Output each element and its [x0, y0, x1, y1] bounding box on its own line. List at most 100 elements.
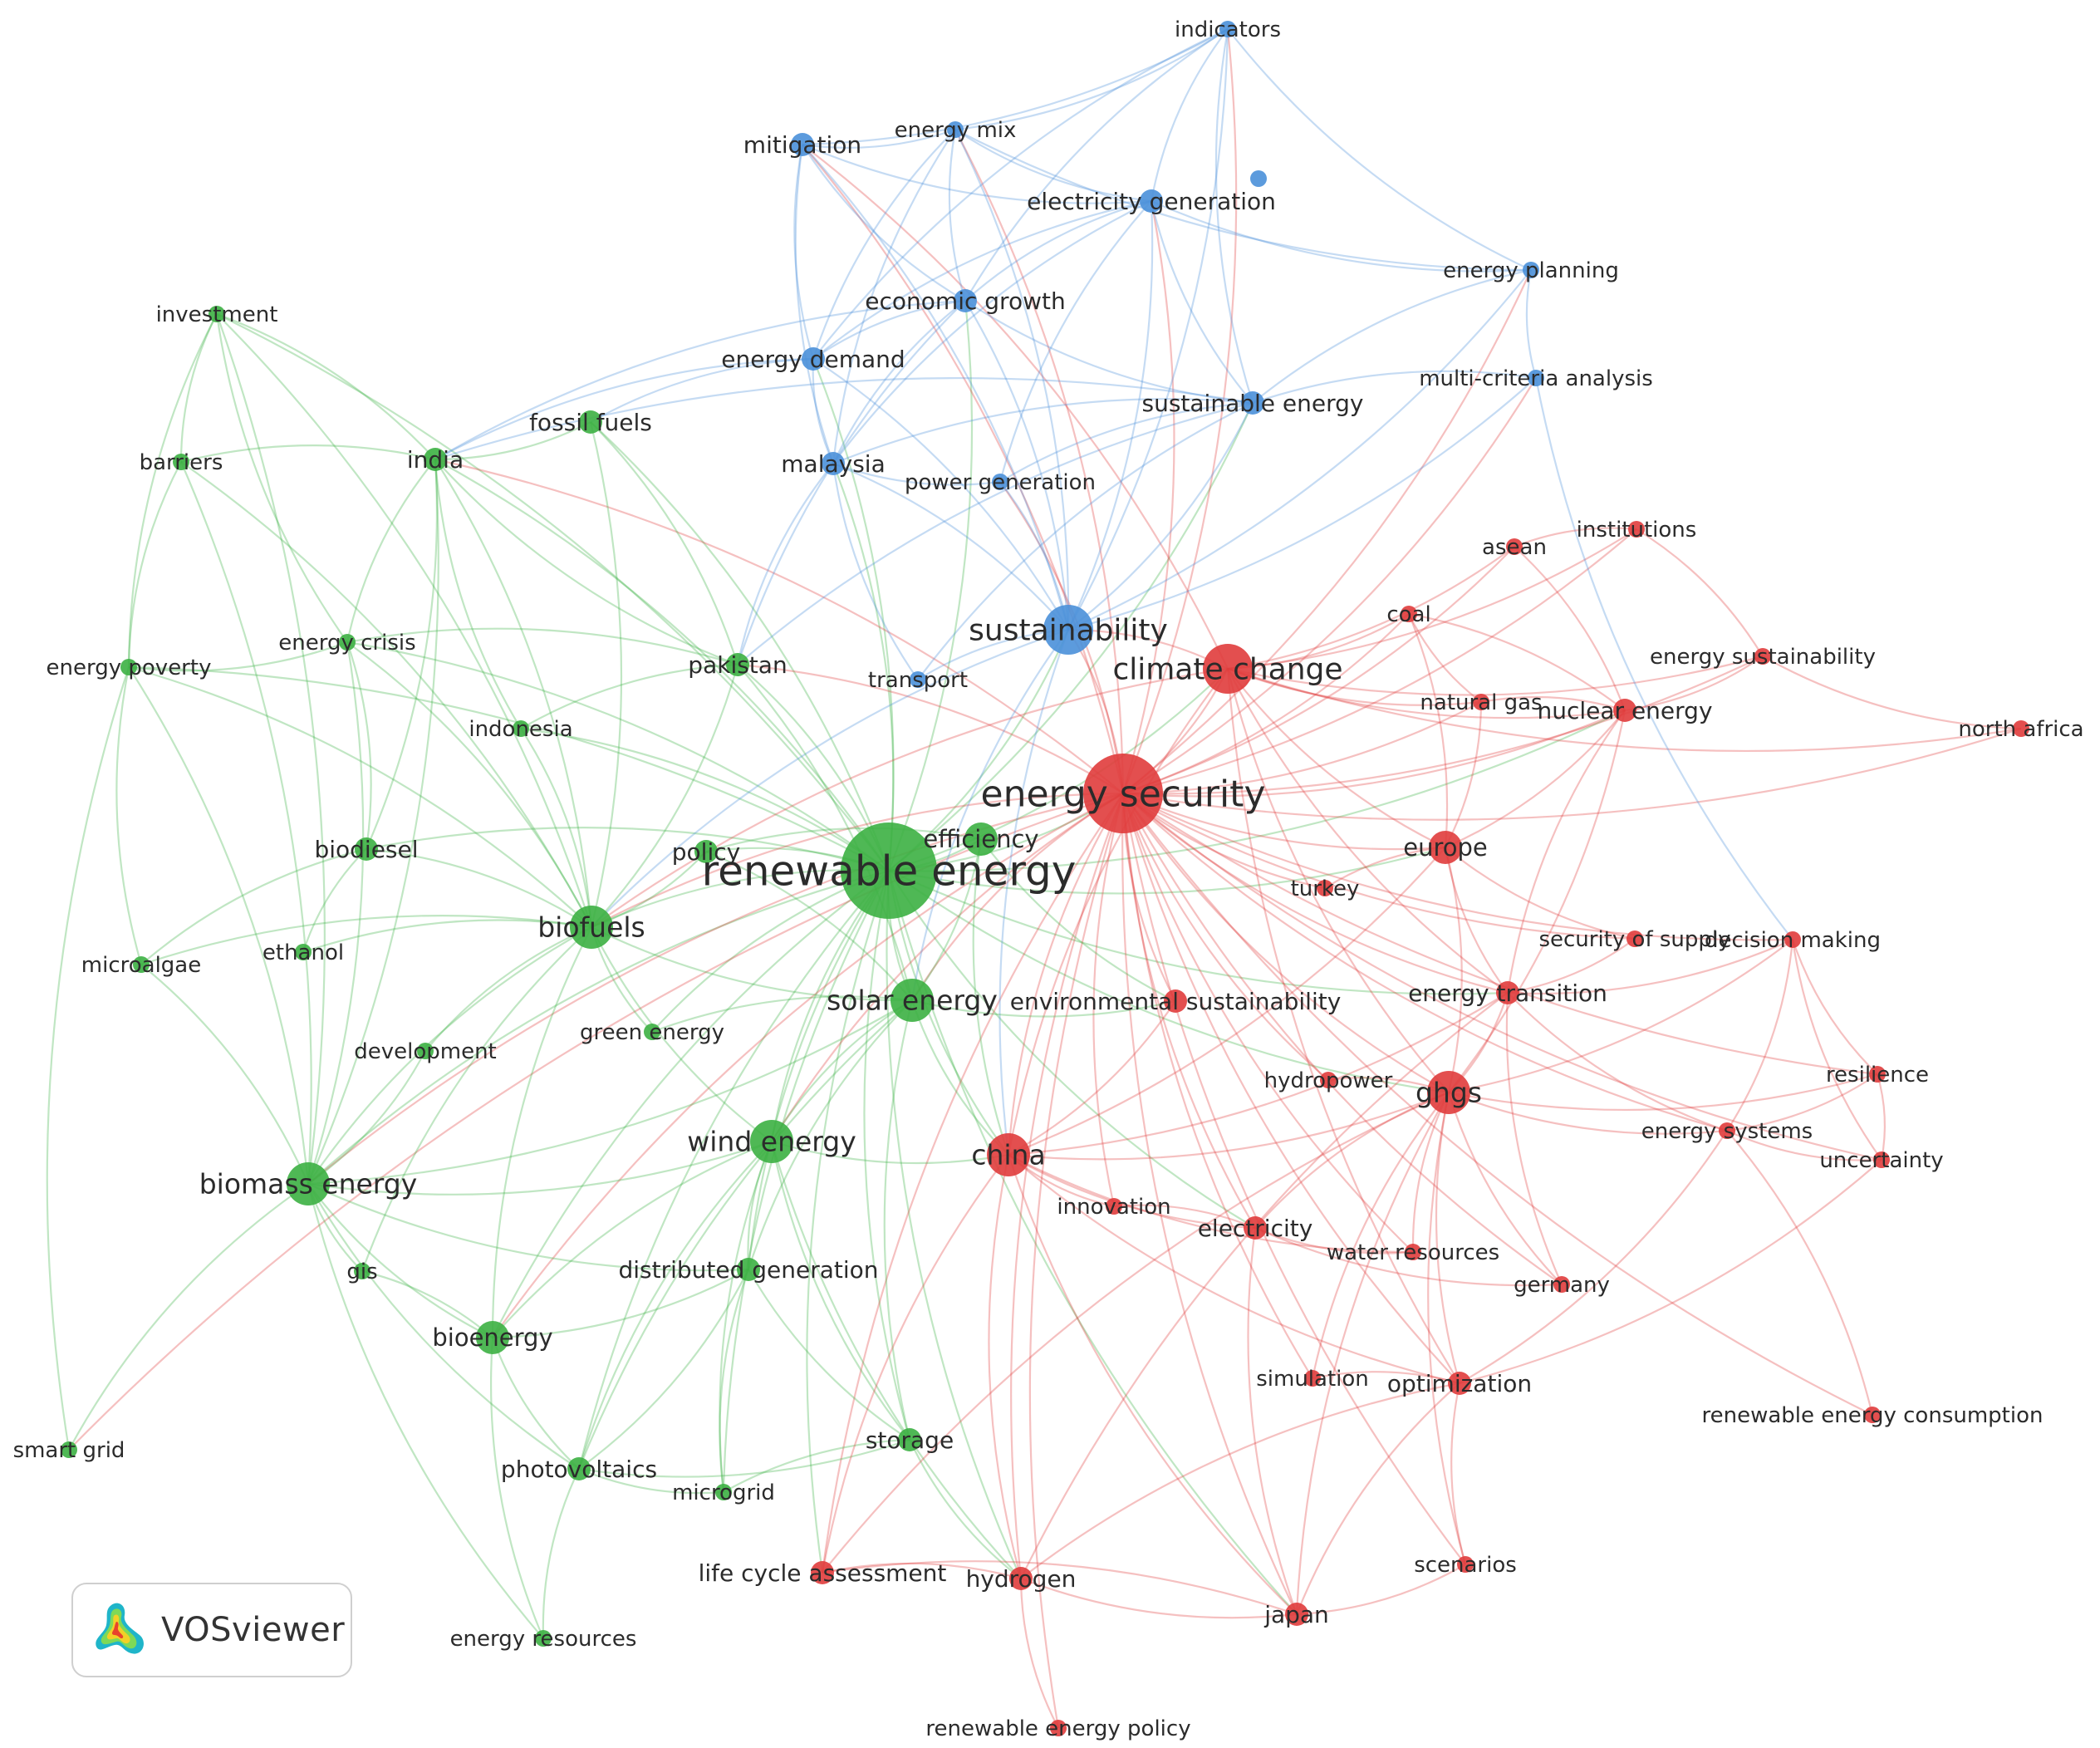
network-node[interactable]	[567, 1457, 591, 1480]
network-node[interactable]	[992, 474, 1008, 490]
network-node[interactable]	[1628, 521, 1645, 538]
network-node[interactable]	[987, 1133, 1030, 1176]
network-link	[747, 870, 890, 1270]
network-link	[1296, 1564, 1466, 1616]
network-link	[954, 129, 1532, 272]
network-link	[1122, 701, 1482, 795]
network-node[interactable]	[1140, 189, 1163, 213]
network-node[interactable]	[209, 306, 225, 322]
network-node[interactable]	[947, 121, 964, 138]
network-node[interactable]	[1427, 1071, 1470, 1114]
network-link	[1448, 1073, 1878, 1111]
network-node[interactable]	[1784, 931, 1801, 948]
network-link	[1020, 1382, 1460, 1579]
network-node[interactable]	[1285, 1603, 1308, 1626]
network-node[interactable]	[120, 659, 137, 675]
network-node[interactable]	[1523, 262, 1539, 278]
network-node[interactable]	[1304, 1370, 1321, 1387]
network-link	[1507, 992, 1728, 1132]
network-node[interactable]	[1528, 370, 1544, 386]
network-link	[719, 1269, 750, 1493]
network-node[interactable]	[1613, 699, 1636, 722]
network-node[interactable]	[173, 454, 189, 470]
network-link	[1008, 1091, 1450, 1161]
network-node[interactable]	[295, 944, 312, 960]
network-node[interactable]	[535, 1630, 552, 1647]
network-node[interactable]	[476, 1321, 509, 1354]
network-node[interactable]	[1869, 1066, 1886, 1083]
network-node[interactable]	[513, 720, 529, 737]
network-node[interactable]	[1429, 831, 1462, 864]
network-node[interactable]	[898, 1428, 921, 1451]
network-node-label: north africa	[1958, 717, 2083, 742]
network-node[interactable]	[1496, 981, 1519, 1004]
network-node[interactable]	[1164, 989, 1187, 1013]
network-node[interactable]	[1009, 1567, 1033, 1590]
network-node-label: biofuels	[537, 911, 645, 944]
network-node[interactable]	[1244, 1216, 1267, 1240]
network-node[interactable]	[1250, 170, 1267, 187]
network-node[interactable]	[1320, 1072, 1337, 1088]
network-link	[215, 313, 348, 643]
network-node[interactable]	[133, 956, 150, 973]
network-node[interactable]	[1473, 694, 1489, 710]
network-node[interactable]	[750, 1120, 793, 1163]
network-node[interactable]	[1627, 930, 1643, 947]
network-node[interactable]	[1317, 880, 1333, 896]
network-node[interactable]	[1219, 21, 1236, 37]
network-node[interactable]	[891, 979, 934, 1022]
network-link	[492, 1269, 749, 1339]
network-node[interactable]	[61, 1441, 77, 1458]
network-link	[1150, 28, 1229, 202]
network-node[interactable]	[1506, 538, 1523, 555]
network-node[interactable]	[737, 1258, 760, 1281]
network-node[interactable]	[1203, 644, 1253, 694]
network-link	[140, 964, 310, 1185]
network-node[interactable]	[910, 671, 926, 688]
network-node[interactable]	[1457, 1556, 1474, 1573]
network-node[interactable]	[964, 822, 998, 856]
network-node[interactable]	[1050, 1720, 1067, 1736]
network-node[interactable]	[355, 837, 378, 861]
network-node[interactable]	[1873, 1151, 1890, 1168]
network-node[interactable]	[715, 1484, 732, 1500]
network-node[interactable]	[791, 133, 814, 156]
network-node[interactable]	[1405, 1244, 1421, 1260]
network-node[interactable]	[694, 840, 718, 863]
network-node-label: smart grid	[13, 1438, 125, 1463]
network-node-label: gis	[346, 1259, 377, 1284]
network-node[interactable]	[1719, 1122, 1735, 1139]
network-node[interactable]	[2013, 720, 2029, 737]
network-node[interactable]	[417, 1043, 434, 1059]
network-node[interactable]	[1401, 606, 1417, 622]
network-node[interactable]	[644, 1024, 660, 1040]
network-node[interactable]	[841, 822, 937, 919]
network-node[interactable]	[954, 289, 977, 312]
network-node[interactable]	[424, 448, 447, 471]
network-node[interactable]	[1553, 1276, 1570, 1293]
network-link	[911, 999, 1176, 1018]
network-node-label: pakistan	[688, 651, 787, 679]
network-link	[964, 300, 1070, 631]
network-node[interactable]	[811, 1561, 834, 1584]
network-node[interactable]	[570, 906, 613, 949]
network-node[interactable]	[287, 1162, 330, 1205]
network-node[interactable]	[802, 347, 825, 371]
network-node[interactable]	[339, 634, 356, 651]
network-node[interactable]	[1864, 1407, 1881, 1423]
network-node[interactable]	[579, 410, 602, 434]
network-node[interactable]	[1083, 754, 1163, 833]
network-link	[887, 300, 974, 872]
network-link	[307, 1140, 773, 1196]
network-node[interactable]	[1241, 391, 1264, 415]
network-node[interactable]	[822, 452, 845, 475]
network-node[interactable]	[1106, 1198, 1122, 1215]
network-node[interactable]	[1754, 648, 1771, 665]
network-node[interactable]	[354, 1263, 370, 1279]
network-link	[883, 999, 914, 1441]
network-node[interactable]	[1448, 1372, 1471, 1395]
network-link	[1247, 1227, 1298, 1615]
network-link	[434, 458, 1124, 794]
network-node[interactable]	[1043, 605, 1093, 655]
network-node[interactable]	[726, 653, 749, 676]
